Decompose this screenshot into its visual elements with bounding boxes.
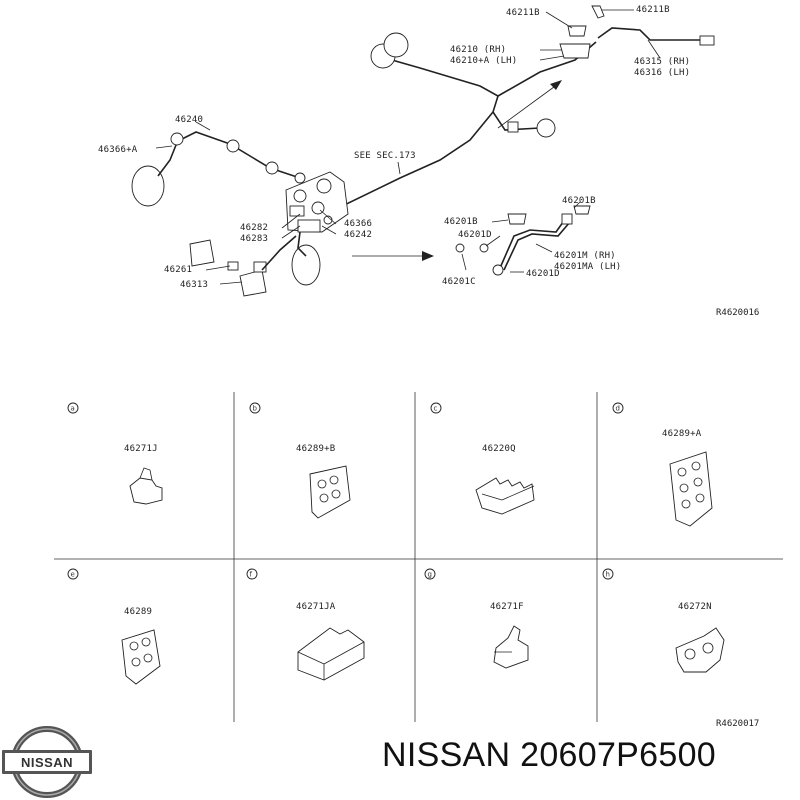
label-46315: 46315 (RH) [634,57,690,67]
cell-letter-g: g [428,571,432,579]
label-see-sec-173: SEE SEC.173 [354,151,416,161]
clip-46271J-icon [129,477,163,505]
cell-letter-h: h [606,571,610,579]
clip-cell-b: b 46289+B [249,402,351,519]
cell-letter-e: e [71,571,75,579]
clip-46289B-icon [309,465,351,519]
clip-46220Q-icon [475,477,535,515]
label-46282: 46282 [240,223,268,233]
clip-46289A-icon [669,451,713,527]
label-46201D-lower: 46201D [526,269,560,279]
part-number-caption: NISSAN 20607P6500 [382,736,716,774]
reference-code-bottom: R4620017 [716,719,759,729]
label-46261: 46261 [164,265,192,275]
clip-46271JA-icon [297,627,365,681]
label-46313: 46313 [180,280,208,290]
label-46201MA: 46201MA (LH) [554,262,621,272]
clip-cell-f: f 46271JA [246,568,365,681]
direction-arrow-upper [497,83,559,129]
clip-cell-a: a 46271J [67,402,163,505]
clip-cell-c: c 46220Q [430,402,535,515]
cell-part-46271F: 46271F [490,602,524,612]
reference-code-top: R4620016 [716,308,759,318]
cell-letter-a: a [71,405,75,413]
brake-piping-diagram: 46211B 46211B 46210 (RH) 46210+A (LH) 46… [98,5,759,318]
nissan-logo: NISSAN [2,726,92,798]
label-46366A: 46366+A [98,145,138,155]
left-front-caliper-sensor [131,165,165,207]
clip-46289-icon [121,629,161,685]
label-46201B-left: 46201B [444,217,478,227]
cell-letter-b: b [253,405,258,413]
cell-part-46289A: 46289+A [662,429,702,439]
cell-part-46271JA: 46271JA [296,602,336,612]
label-46211B-b: 46211B [636,5,670,15]
rear-brake-hose-detail [455,201,591,276]
clip-cell-h: h 46272N [602,568,725,673]
bracket-46313 [239,269,267,297]
label-46240: 46240 [175,115,203,125]
cell-letter-d: d [616,405,620,413]
label-46201M: 46201M (RH) [554,251,616,261]
label-46242: 46242 [344,230,372,240]
clip-46271F-icon [493,625,529,669]
label-46210: 46210 (RH) [450,45,506,55]
rear-hose-end [699,35,715,46]
cell-part-46289B: 46289+B [296,444,335,454]
label-46283: 46283 [240,234,268,244]
clip-cell-d: d 46289+A [612,402,713,527]
cell-part-46272N: 46272N [678,602,712,612]
cell-letter-c: c [434,405,438,413]
abs-actuator-unit [285,171,349,233]
label-46201D-upper: 46201D [458,230,492,240]
clip-cell-e: e 46289 [67,568,161,685]
cell-letter-f: f [250,571,253,579]
cell-part-46271J: 46271J [124,444,158,454]
label-46201B-top: 46201B [562,196,596,206]
label-46316: 46316 (LH) [634,68,690,78]
label-46211B-a: 46211B [506,8,540,18]
label-46201C: 46201C [442,277,476,287]
cell-part-46289: 46289 [124,607,152,617]
cell-part-46220Q: 46220Q [482,444,516,454]
clip-cell-g: g 46271F [424,568,529,669]
label-46366: 46366 [344,219,372,229]
bracket-46261 [189,239,215,267]
svg-text:NISSAN: NISSAN [21,755,73,770]
clip-46272N-icon [675,627,725,673]
clip-grid: a 46271J b 46289+B c 46220Q d 46289+A [54,392,783,729]
label-46210A: 46210+A (LH) [450,56,517,66]
